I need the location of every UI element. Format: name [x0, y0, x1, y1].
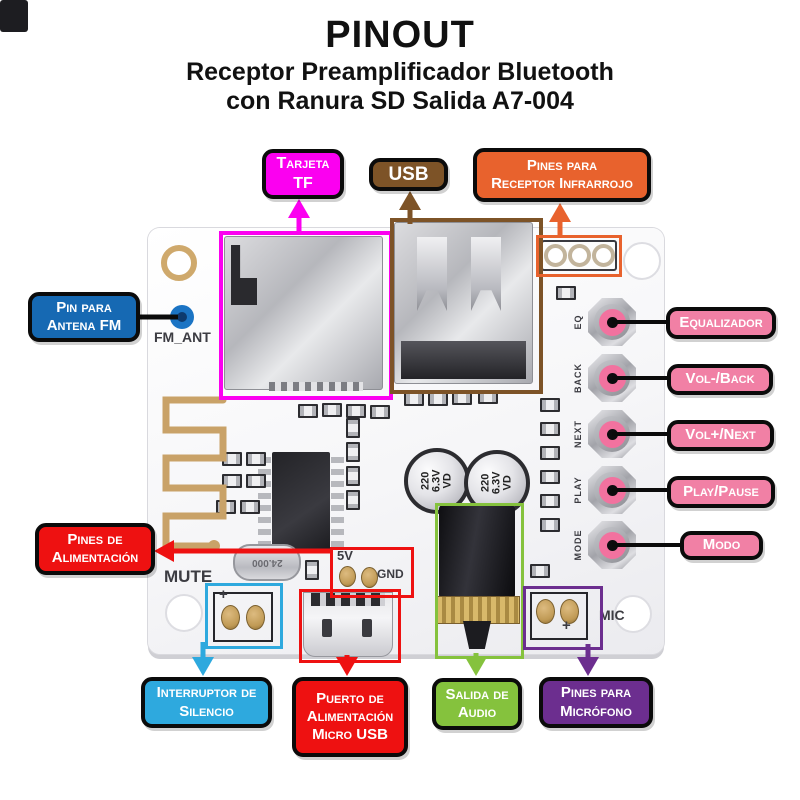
smd-component	[540, 422, 560, 436]
tf-arrow-head	[288, 199, 310, 218]
silkscreen-mic: MIC	[599, 607, 625, 623]
ir-pin-hole	[567, 244, 591, 267]
microusb-highlight-box	[299, 589, 401, 663]
audio-jack-gold-band	[436, 596, 520, 624]
ir-pin-hole	[591, 244, 615, 267]
ir-arrow-head	[549, 203, 571, 222]
usb-port	[394, 222, 533, 384]
ic-legs-right	[331, 457, 344, 547]
power-pad-5v	[339, 566, 356, 587]
mute-arrow-head	[192, 657, 214, 676]
smd-component	[240, 500, 260, 514]
smd-component	[540, 470, 560, 484]
mute-highlight-box	[205, 583, 283, 649]
micro-usb-slot	[362, 619, 372, 637]
mic-arrow-head	[577, 657, 599, 676]
power-arrow-head	[154, 540, 174, 562]
tf-card-slot	[224, 236, 383, 391]
audio-jack-body	[439, 505, 515, 599]
silkscreen-5v: 5V	[337, 548, 353, 563]
fm-antenna-pin	[170, 305, 194, 329]
subtitle-line1: Receptor Preamplificador Bluetooth	[186, 58, 614, 86]
mute-pad	[221, 605, 240, 630]
smd-component	[322, 403, 342, 417]
smd-component	[346, 418, 360, 438]
audio-arrow-head	[465, 657, 487, 676]
mute-plus: +	[219, 586, 228, 603]
smd-component	[540, 494, 560, 508]
smd-component	[246, 452, 266, 466]
usb-arrow-head	[399, 191, 421, 210]
smd-component	[246, 474, 266, 488]
silkscreen-mute: MUTE	[164, 567, 213, 586]
mounting-hole-top-left	[161, 245, 197, 281]
smd-component	[530, 564, 550, 578]
smd-component	[540, 398, 560, 412]
mic-pad	[536, 599, 555, 624]
power-pad-gnd	[361, 567, 378, 588]
label-mute-switch: Interruptor de Silencio	[141, 677, 272, 728]
mute-pads-silkscreen	[213, 592, 273, 642]
smd-component	[298, 404, 318, 418]
smd-component	[346, 442, 360, 462]
fm-antenna-pin-core	[177, 312, 187, 322]
power-highlight-box	[330, 547, 414, 598]
smd-component	[346, 404, 366, 418]
mounting-hole-bottom-right	[614, 595, 652, 633]
label-audio-out: Salida de Audio	[432, 678, 522, 730]
usb-highlight-box	[390, 218, 543, 394]
ic-chip	[272, 452, 330, 552]
label-mic-pins: Pines para Micrófono	[539, 677, 653, 728]
mute-pad	[246, 605, 265, 630]
smd-component	[540, 446, 560, 460]
label-play-pause: Play/Pause	[667, 476, 775, 508]
smd-component	[556, 286, 576, 300]
transistor	[0, 0, 28, 32]
mic-highlight-box	[523, 586, 603, 650]
tf-highlight-box	[219, 231, 393, 400]
mic-plus: +	[562, 617, 571, 634]
ir-receiver-pins	[541, 240, 617, 271]
label-modo: Modo	[680, 531, 763, 560]
label-equalizador: Equalizador	[666, 307, 776, 339]
label-usb: USB	[369, 158, 448, 191]
mounting-hole-top-right	[623, 242, 661, 280]
label-micro-usb: Puerto de Alimentación Micro USB	[292, 677, 408, 757]
label-vol-back: Vol-/Back	[667, 364, 773, 395]
ir-pin-hole	[543, 244, 567, 267]
smd-component	[346, 466, 360, 486]
smd-component	[540, 518, 560, 532]
tf-slot-contacts	[268, 382, 364, 391]
mounting-hole-bottom-left	[165, 594, 203, 632]
ir-highlight-box	[536, 235, 622, 277]
smd-component	[305, 560, 319, 580]
silkscreen-fm-ant: FM_ANT	[154, 329, 211, 345]
page-title: PINOUT	[325, 14, 475, 56]
usb-opening	[401, 341, 526, 379]
mic-pads-silkscreen	[530, 592, 588, 640]
audio-highlight-box	[435, 503, 524, 659]
label-tarjeta-tf: Tarjeta TF	[262, 149, 344, 199]
bluetooth-antenna-trace	[162, 396, 227, 550]
smd-component	[346, 490, 360, 510]
label-fm-antenna: Pin para Antena FM	[28, 292, 140, 342]
label-power-pins: Pines de Alimentación	[35, 523, 155, 575]
mic-pad	[560, 599, 579, 624]
smd-component	[222, 474, 242, 488]
label-ir-pins: Pines para Receptor Infrarrojo	[473, 148, 651, 202]
subtitle-line2: con Ranura SD Salida A7-004	[226, 87, 574, 115]
label-vol-next: Vol+/Next	[667, 420, 774, 451]
silkscreen-gnd: GND	[377, 567, 404, 581]
smd-component	[370, 405, 390, 419]
micro-usb-slot	[322, 619, 332, 637]
